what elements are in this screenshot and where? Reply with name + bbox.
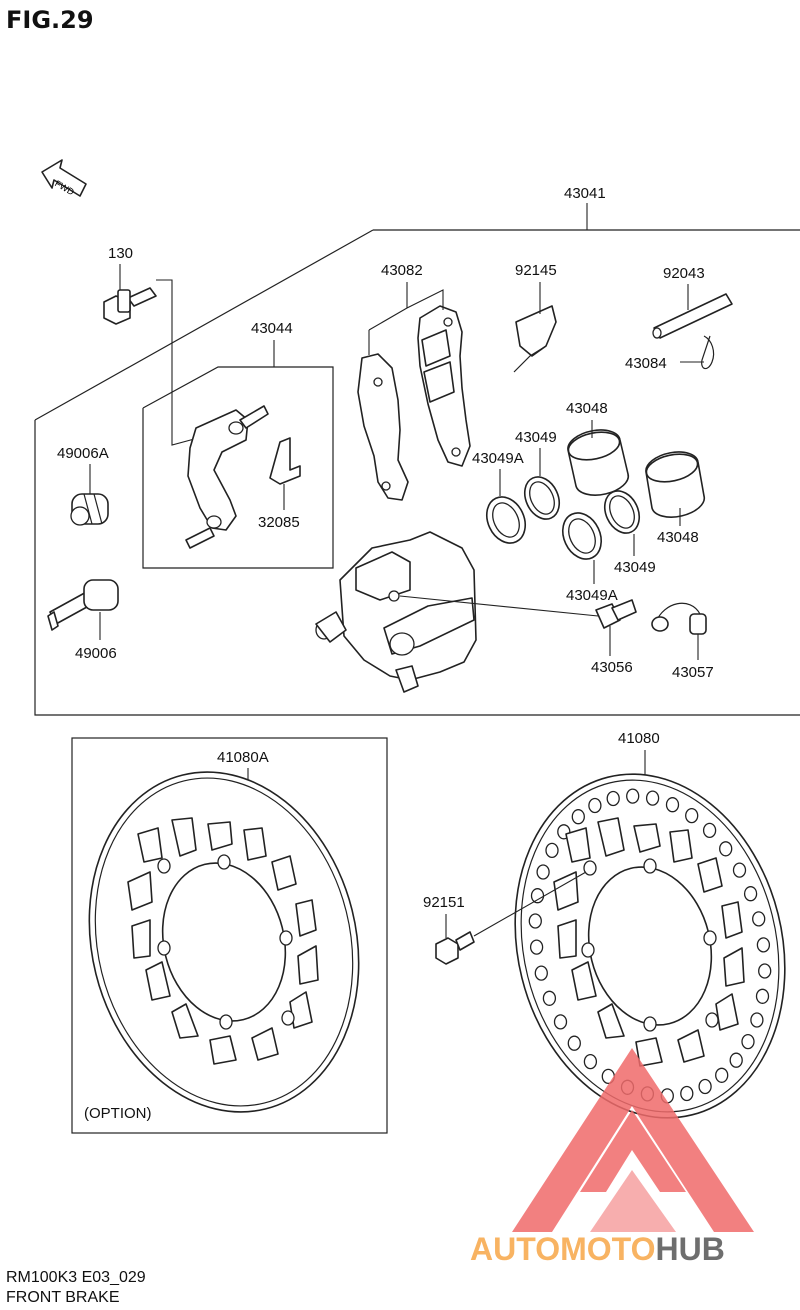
label-92145: 92145 bbox=[515, 262, 557, 279]
label-43056: 43056 bbox=[591, 659, 633, 676]
disc-vent-hole bbox=[536, 864, 550, 880]
label-92151: 92151 bbox=[423, 894, 465, 911]
seal-43049-b bbox=[603, 490, 641, 534]
disc-vent-hole bbox=[588, 797, 602, 814]
disc-vent-hole bbox=[530, 888, 545, 904]
disc-vent-hole bbox=[755, 988, 770, 1004]
disc-vent-hole bbox=[571, 809, 585, 825]
label-130: 130 bbox=[108, 245, 133, 262]
disc-vent-hole bbox=[758, 963, 772, 979]
label-43084: 43084 bbox=[625, 355, 667, 372]
piston-43048-b bbox=[645, 451, 706, 518]
label-49006: 49006 bbox=[75, 645, 117, 662]
disc-bolt-92151 bbox=[435, 931, 475, 965]
disc-vent-hole bbox=[529, 939, 544, 955]
label-32085: 32085 bbox=[258, 514, 300, 531]
label-43044: 43044 bbox=[251, 320, 293, 337]
disc-vent-hole bbox=[528, 913, 542, 929]
label-43048-b: 43048 bbox=[657, 529, 699, 546]
footer-code: RM100K3 E03_029 bbox=[6, 1269, 146, 1286]
label-49006A: 49006A bbox=[57, 445, 109, 462]
disc-vent-hole bbox=[567, 1035, 581, 1051]
piston-43048-a bbox=[567, 429, 630, 496]
seal-43049A-b bbox=[561, 512, 603, 560]
label-43041: 43041 bbox=[564, 185, 606, 202]
bolt-130 bbox=[103, 287, 157, 325]
figure-title: FIG.29 bbox=[6, 6, 94, 34]
option-disc-frame bbox=[71, 737, 388, 1134]
disc-vent-hole bbox=[626, 788, 640, 804]
pad-clip-32085 bbox=[269, 437, 301, 485]
label-41080: 41080 bbox=[618, 730, 660, 747]
disc-vent-hole bbox=[698, 1078, 712, 1095]
brake-pads bbox=[357, 305, 471, 501]
slide-pin-49006 bbox=[47, 579, 119, 631]
disc-vent-hole bbox=[545, 842, 559, 859]
disc-vent-hole bbox=[606, 790, 620, 807]
pad-spring-92145 bbox=[513, 305, 557, 373]
label-43049A-a: 43049A bbox=[472, 450, 524, 467]
fwd-arrow-icon: FWD bbox=[41, 159, 87, 197]
disc-vent-hole bbox=[645, 790, 660, 806]
caliper-bracket bbox=[185, 405, 269, 549]
disc-vent-hole bbox=[752, 911, 766, 927]
caliper-body bbox=[315, 531, 477, 693]
label-43048-a: 43048 bbox=[566, 400, 608, 417]
option-label: (OPTION) bbox=[84, 1105, 152, 1122]
disc-vent-hole bbox=[685, 807, 699, 824]
bleeder-cap-43057 bbox=[651, 602, 707, 635]
automotohub-logo bbox=[512, 1048, 754, 1232]
disc-vent-hole bbox=[583, 1053, 598, 1070]
disc-vent-hole bbox=[553, 1014, 568, 1030]
disc-vent-hole bbox=[542, 990, 557, 1006]
bracket-subframe bbox=[142, 340, 334, 569]
label-43057: 43057 bbox=[672, 664, 714, 681]
pin-clip-43084 bbox=[701, 335, 715, 370]
bleeder-valve-43056 bbox=[595, 599, 637, 629]
disc-vent-hole bbox=[715, 1067, 729, 1083]
disc-vent-hole bbox=[702, 822, 717, 839]
disc-vent-hole bbox=[732, 862, 747, 878]
disc-vent-hole bbox=[719, 841, 733, 857]
disc-vent-hole bbox=[665, 797, 680, 813]
label-92043: 92043 bbox=[663, 265, 705, 282]
disc-vent-hole bbox=[534, 965, 548, 981]
label-43082: 43082 bbox=[381, 262, 423, 279]
disc-vent-hole bbox=[743, 886, 758, 902]
label-43049-a: 43049 bbox=[515, 429, 557, 446]
watermark-text: AUTOMOTOHUB bbox=[470, 1231, 725, 1267]
seal-43049A-a bbox=[485, 496, 527, 544]
caliper-assembly-frame bbox=[34, 203, 800, 716]
disc-vent-hole bbox=[750, 1012, 764, 1028]
brake-disc-41080A bbox=[88, 771, 360, 1113]
seal-43049-a bbox=[523, 476, 561, 520]
pad-pin-92043 bbox=[652, 293, 733, 339]
dust-boot-49006A bbox=[70, 493, 109, 526]
footer-section: FRONT BRAKE bbox=[6, 1289, 120, 1306]
label-43049-b: 43049 bbox=[614, 559, 656, 576]
label-41080A: 41080A bbox=[217, 749, 269, 766]
disc-vent-hole bbox=[680, 1085, 694, 1102]
disc-vent-hole bbox=[729, 1052, 743, 1068]
label-43049A-b: 43049A bbox=[566, 587, 618, 604]
disc-vent-hole bbox=[741, 1033, 755, 1050]
disc-vent-hole bbox=[756, 937, 771, 953]
